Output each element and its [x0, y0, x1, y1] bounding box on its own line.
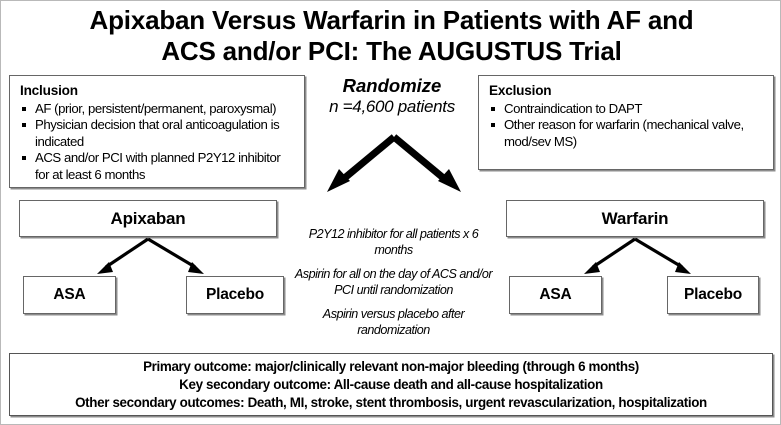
protocol-note: Aspirin versus placebo after randomizati… [322, 307, 465, 337]
randomize-subtitle: n =4,600 patients [329, 97, 455, 116]
inclusion-header: Inclusion [20, 83, 78, 98]
page-title: Apixaban Versus Warfarin in Patients wit… [1, 5, 780, 67]
list-item: ACS and/or PCI with planned P2Y12 inhibi… [20, 150, 295, 183]
title-line-2: ACS and/or PCI: The AUGUSTUS Trial [161, 36, 622, 66]
apixaban-arm-label: Apixaban [110, 208, 186, 228]
warfarin-asa-box: ASA [509, 276, 602, 314]
exclusion-header: Exclusion [489, 83, 552, 98]
exclusion-criteria-box: Exclusion Contraindication to DAPT Other… [478, 75, 774, 170]
list-item: Other reason for warfarin (mechanical va… [489, 117, 764, 150]
inclusion-list: AF (prior, persistent/permanent, paroxys… [20, 101, 295, 184]
protocol-notes: P2Y12 inhibitor for all patients x 6 mon… [291, 227, 496, 338]
list-item: Physician decision that oral anticoagula… [20, 117, 295, 150]
key-secondary-outcome-line: Key secondary outcome: All-cause death a… [179, 376, 603, 392]
warfarin-branch-arrows [584, 237, 691, 274]
warfarin-placebo-label: Placebo [683, 286, 743, 303]
protocol-note: Aspirin for all on the day of ACS and/or… [294, 267, 493, 297]
warfarin-arm-label: Warfarin [601, 208, 669, 228]
apixaban-placebo-label: Placebo [205, 286, 265, 303]
warfarin-asa-label: ASA [539, 286, 572, 303]
other-secondary-outcomes-line: Other secondary outcomes: Death, MI, str… [75, 394, 707, 410]
list-item: Contraindication to DAPT [489, 101, 764, 118]
apixaban-asa-label: ASA [53, 286, 86, 303]
list-item: AF (prior, persistent/permanent, paroxys… [20, 101, 295, 118]
warfarin-arm-box: Warfarin [506, 200, 764, 237]
apixaban-branch-arrows [97, 237, 204, 274]
protocol-note: P2Y12 inhibitor for all patients x 6 mon… [308, 227, 479, 257]
inclusion-criteria-box: Inclusion AF (prior, persistent/permanen… [9, 75, 305, 188]
exclusion-list: Contraindication to DAPT Other reason fo… [489, 101, 764, 151]
apixaban-asa-box: ASA [23, 276, 116, 314]
randomize-split-arrows [327, 134, 461, 192]
title-line-1: Apixaban Versus Warfarin in Patients wit… [89, 5, 694, 35]
primary-outcome-line: Primary outcome: major/clinically releva… [143, 358, 639, 374]
randomize-label: Randomize n =4,600 patients [311, 75, 473, 117]
apixaban-placebo-box: Placebo [186, 276, 284, 314]
randomize-title: Randomize [342, 75, 442, 96]
warfarin-placebo-box: Placebo [667, 276, 759, 314]
outcomes-box: Primary outcome: major/clinically releva… [9, 353, 773, 416]
apixaban-arm-box: Apixaban [19, 200, 277, 237]
